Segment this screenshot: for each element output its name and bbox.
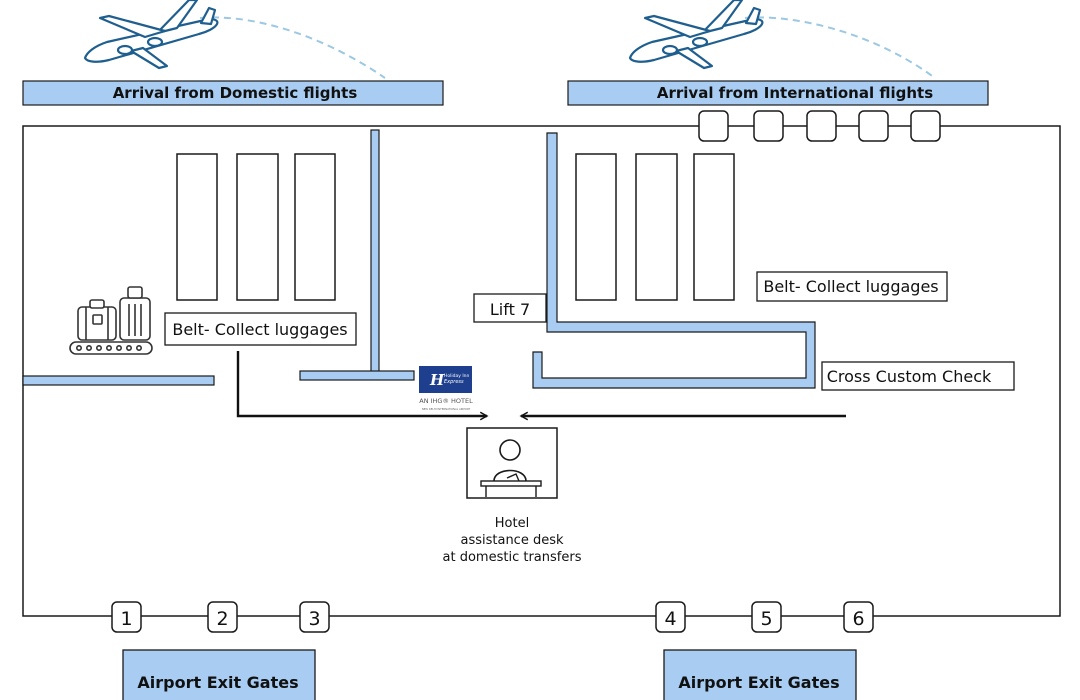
logo-group: AN IHG® HOTEL <box>419 397 473 405</box>
center-left-horizontal-wall <box>299 370 415 381</box>
baggage-belt <box>294 153 336 301</box>
desk-caption-line2: assistance desk <box>460 533 564 548</box>
international-baggage-belts <box>575 153 735 301</box>
desk-caption-line3: at domestic transfers <box>443 550 582 565</box>
domestic-route-arrow <box>236 351 487 416</box>
baggage-belt <box>693 153 735 301</box>
holiday-inn-express-logo: H Holiday Inn Express AN IHG® HOTEL NEW … <box>419 366 473 411</box>
gate-2-marker: 2 <box>207 601 238 633</box>
entry-door <box>910 110 941 142</box>
lift-label-box: Lift 7 <box>473 293 547 323</box>
customs-label-box: Cross Custom Check <box>821 361 1015 391</box>
gate-4-marker: 4 <box>655 601 686 633</box>
logo-location: NEW DELHI INTERNATIONAL AIRPORT <box>422 407 471 411</box>
gate-number: 6 <box>852 608 864 630</box>
hotel-desk-caption: Hotel assistance desk at domestic transf… <box>443 516 582 565</box>
domestic-baggage-belts <box>176 153 336 301</box>
gate-6-marker: 6 <box>843 601 874 633</box>
international-arrival-header: Arrival from International flights <box>567 80 989 106</box>
entry-door <box>858 110 889 142</box>
logo-brand-line2: Express <box>444 379 464 385</box>
gate-5-marker: 5 <box>751 601 782 633</box>
gate-number: 2 <box>216 608 228 630</box>
reception-desk-icon <box>466 427 558 499</box>
baggage-belt <box>236 153 279 301</box>
entry-door <box>753 110 784 142</box>
right-exit-gates-box: Airport Exit Gates <box>663 649 857 700</box>
desk-caption-line1: Hotel <box>495 516 529 531</box>
belt-right-label-box: Belt- Collect luggages <box>756 271 948 302</box>
gate-1-marker: 1 <box>111 601 142 633</box>
left-exit-gates-label: Airport Exit Gates <box>137 673 298 692</box>
logo-brand-line1: Holiday Inn <box>444 373 470 379</box>
domestic-arrival-header: Arrival from Domestic flights <box>22 80 444 106</box>
left-exit-gates-box: Airport Exit Gates <box>122 649 316 700</box>
gate-number: 3 <box>308 608 320 630</box>
belt-left-label-box: Belt- Collect luggages <box>164 312 357 346</box>
arrival-hall-outline <box>22 125 1061 617</box>
gate-number: 4 <box>664 608 676 630</box>
customs-label: Cross Custom Check <box>827 367 992 386</box>
international-arrival-label: Arrival from International flights <box>657 84 933 102</box>
entry-door <box>806 110 837 142</box>
gate-3-marker: 3 <box>299 601 330 633</box>
baggage-belt <box>635 153 678 301</box>
right-exit-gates-label: Airport Exit Gates <box>678 673 839 692</box>
belt-left-label: Belt- Collect luggages <box>172 320 347 339</box>
domestic-airplane-icon <box>83 0 386 79</box>
lift-label: Lift 7 <box>490 300 530 319</box>
gate-number: 1 <box>120 608 132 630</box>
belt-right-label: Belt- Collect luggages <box>763 277 938 296</box>
partition-walls <box>22 129 816 389</box>
international-exit-corridor-wall <box>532 132 816 389</box>
baggage-belt <box>575 153 617 301</box>
logo-badge <box>419 366 472 393</box>
logo-h-glyph: H <box>429 371 445 389</box>
left-partition-wall <box>22 375 215 386</box>
international-airplane-icon <box>628 0 936 79</box>
exit-gate-markers: 1 2 3 4 5 6 <box>111 601 874 633</box>
gate-number: 5 <box>760 608 772 630</box>
center-left-vertical-wall <box>370 129 380 373</box>
luggage-conveyor-icon <box>69 286 153 355</box>
domestic-arrival-label: Arrival from Domestic flights <box>113 84 358 102</box>
international-entry-doors <box>698 110 941 142</box>
baggage-belt <box>176 153 218 301</box>
entry-door <box>698 110 729 142</box>
